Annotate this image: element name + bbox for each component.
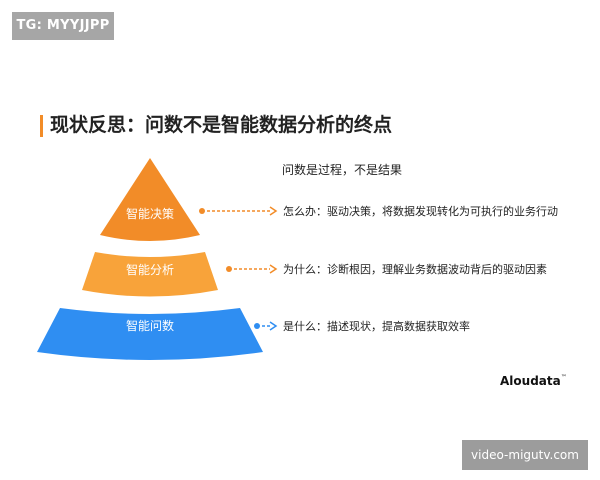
connector-arrow-middle	[226, 264, 278, 274]
layer-description-top: 怎么办：驱动决策，将数据发现转化为可执行的业务行动	[283, 205, 558, 218]
pyramid-layer-middle	[82, 252, 218, 297]
pyramid-layer-bottom	[37, 308, 263, 360]
brand-trademark: ™	[560, 374, 567, 381]
layer-label-bottom: 智能问数	[126, 318, 174, 333]
layer-description-middle: 为什么：诊断根因，理解业务数据波动背后的驱动因素	[283, 263, 547, 276]
connector-arrow-bottom	[254, 321, 278, 331]
connector-arrow-top	[199, 206, 278, 216]
watermark-top: TG: MYYJJPP	[12, 12, 114, 40]
title-accent-bar	[40, 115, 43, 137]
watermark-bottom: video-migutv.com	[462, 440, 588, 470]
brand-name: Aloudata	[500, 374, 561, 388]
brand-logo: Aloudata™	[500, 374, 567, 388]
layer-description-bottom: 是什么：描述现状，提高数据获取效率	[283, 320, 470, 333]
layer-label-middle: 智能分析	[126, 262, 174, 277]
diagram-subtitle: 问数是过程，不是结果	[282, 163, 403, 177]
page-title: 现状反思：问数不是智能数据分析的终点	[50, 114, 393, 136]
layer-label-top: 智能决策	[126, 206, 174, 221]
pyramid-layer-top	[100, 158, 200, 241]
